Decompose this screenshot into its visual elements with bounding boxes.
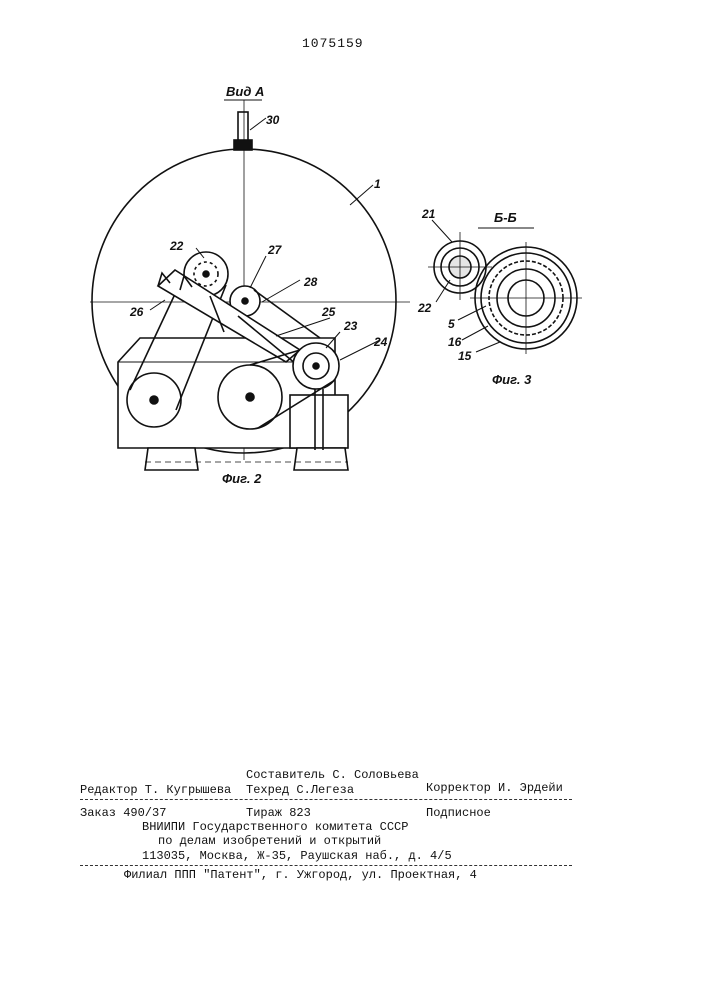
techred: Техред С.Легеза xyxy=(246,783,354,797)
corrector: Корректор И. Эрдейи xyxy=(426,781,563,795)
rule-top xyxy=(80,799,572,800)
branch: Филиал ППП "Патент", г. Ужгород, ул. Про… xyxy=(124,868,477,882)
subscription: Подписное xyxy=(426,806,491,820)
rule-bottom xyxy=(80,865,572,866)
org-line2: по делам изобретений и открытий xyxy=(158,834,381,848)
org-line1: ВНИИПИ Государственного комитета СССР xyxy=(142,820,408,834)
circulation: Тираж 823 xyxy=(246,806,311,820)
editor: Редактор Т. Кугрышева xyxy=(80,783,231,797)
order: Заказ 490/37 xyxy=(80,806,166,820)
org-address: 113035, Москва, Ж-35, Раушская наб., д. … xyxy=(142,849,452,863)
compiler: Составитель С. Соловьева xyxy=(246,768,419,782)
